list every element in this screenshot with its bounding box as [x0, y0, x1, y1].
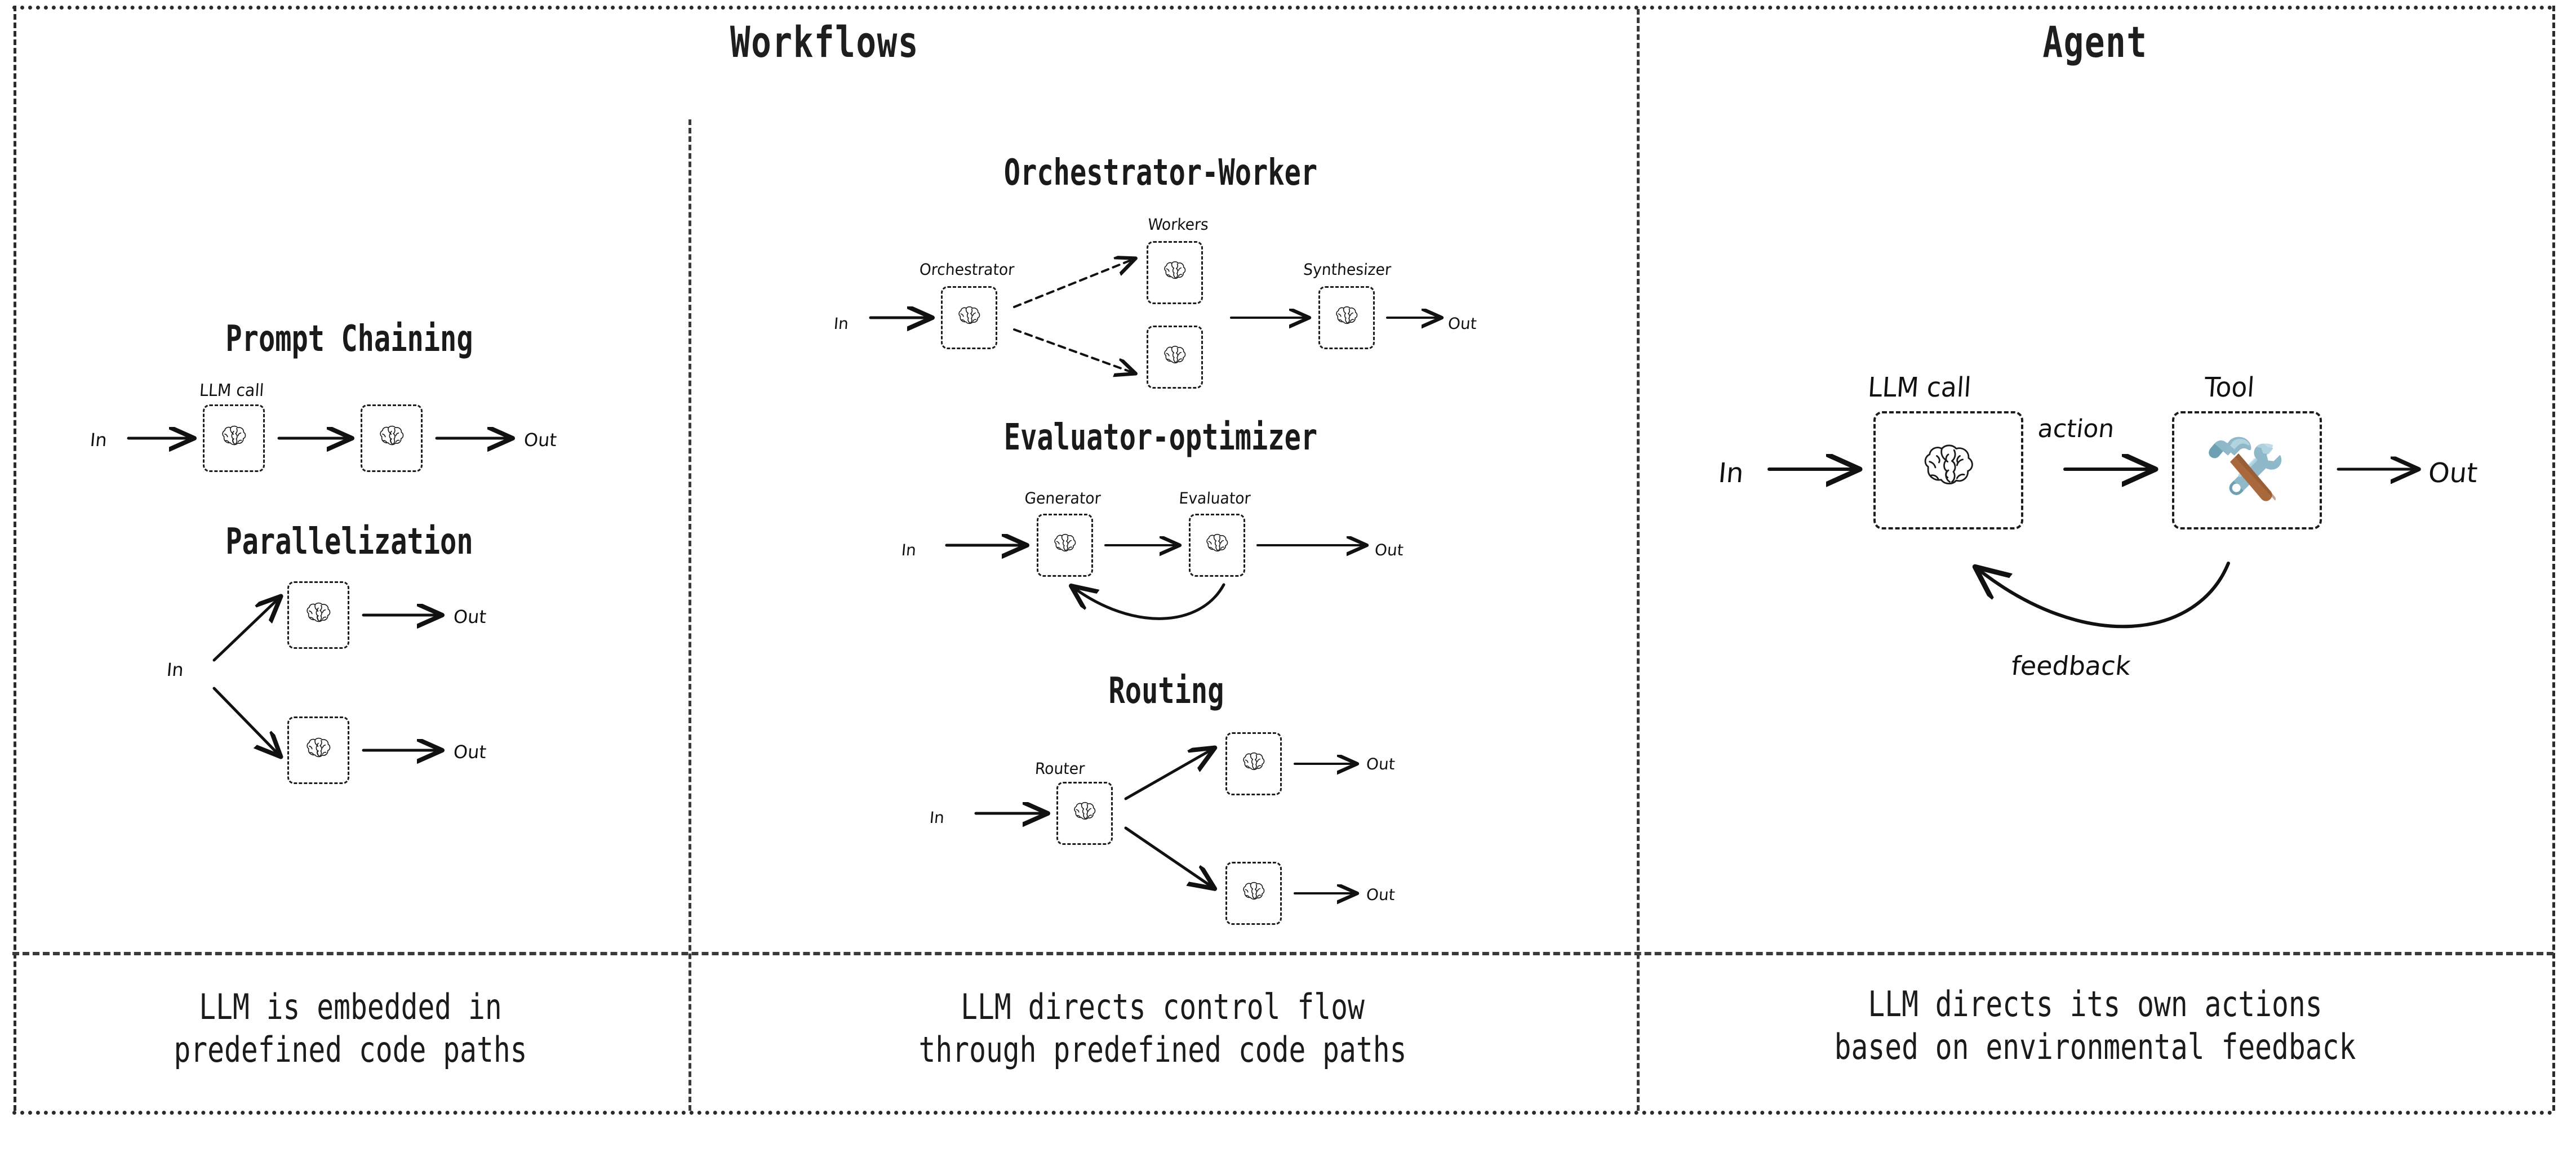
brain-icon — [222, 425, 246, 446]
node-parallel-branch-1[interactable] — [287, 581, 349, 649]
node-orchestrator[interactable] — [941, 286, 997, 349]
brain-icon — [1243, 882, 1265, 900]
brain-icon — [958, 306, 980, 324]
label-agent-llm-call: LLM call — [1867, 372, 1973, 403]
pattern-title-parallelization: Parallelization — [225, 521, 473, 563]
label-router: Router — [1034, 759, 1086, 778]
page-title-agent: Agent — [2042, 17, 2148, 67]
brain-icon — [307, 602, 331, 622]
label-orchestrator: Orchestrator — [918, 260, 1015, 279]
brain-icon — [1054, 533, 1076, 552]
brain-icon — [1164, 345, 1186, 364]
orchestrator-out-label: Out — [1447, 314, 1478, 333]
label-agent-tool: Tool — [2203, 372, 2255, 403]
node-generator[interactable] — [1037, 514, 1093, 577]
frame-right-border — [2552, 6, 2555, 1111]
brain-icon — [1206, 533, 1228, 552]
brain-icon — [1074, 802, 1096, 820]
brain-icon — [380, 425, 404, 446]
caption-agent: LLM directs its own actions based on env… — [1834, 983, 2356, 1067]
label-synthesizer: Synthesizer — [1303, 260, 1392, 279]
hammer-and-wrench-icon — [2209, 437, 2282, 501]
divider-caption-row — [12, 952, 2553, 955]
evaluator-out-label: Out — [1374, 541, 1405, 559]
label-generator: Generator — [1024, 489, 1102, 508]
brain-icon — [1164, 261, 1186, 279]
node-evaluator[interactable] — [1189, 514, 1245, 577]
routing-out-top-label: Out — [1365, 755, 1396, 773]
pattern-title-routing: Routing — [1108, 670, 1224, 712]
brain-icon — [1924, 444, 1973, 484]
pattern-title-orchestrator-worker: Orchestrator-Worker — [1003, 152, 1318, 194]
node-agent-tool[interactable] — [2172, 411, 2322, 529]
brain-icon — [1336, 306, 1358, 324]
divider-column-2-3 — [1637, 9, 1640, 1111]
pattern-title-evaluator-optimizer: Evaluator-optimizer — [1003, 417, 1318, 458]
frame-bottom-border — [12, 1111, 2553, 1115]
node-worker-1[interactable] — [1147, 241, 1203, 304]
parallelization-out-bottom-label: Out — [452, 741, 487, 763]
routing-in-label: In — [929, 808, 945, 827]
pattern-title-prompt-chaining: Prompt Chaining — [225, 318, 473, 360]
orchestrator-in-label: In — [833, 314, 850, 333]
node-llm-call-1[interactable] — [203, 404, 265, 472]
node-worker-2[interactable] — [1147, 326, 1203, 389]
prompt-chaining-out-label: Out — [523, 429, 558, 451]
label-evaluator: Evaluator — [1178, 489, 1251, 508]
node-agent-llm-call[interactable] — [1873, 411, 2023, 529]
node-llm-call-2[interactable] — [361, 404, 423, 472]
routing-out-bottom-label: Out — [1365, 885, 1396, 904]
brain-icon — [307, 737, 331, 758]
brain-icon — [1243, 752, 1265, 771]
label-llm-call: LLM call — [198, 381, 265, 400]
node-router[interactable] — [1056, 782, 1113, 845]
node-parallel-branch-2[interactable] — [287, 716, 349, 784]
node-route-target-2[interactable] — [1225, 862, 1282, 925]
agent-out-label: Out — [2427, 457, 2479, 489]
frame-top-border — [12, 6, 2553, 10]
node-synthesizer[interactable] — [1318, 286, 1375, 349]
agent-in-label: In — [1717, 457, 1746, 489]
parallelization-out-top-label: Out — [452, 606, 487, 627]
label-workers: Workers — [1147, 215, 1209, 234]
caption-workflows-left: LLM is embedded in predefined code paths — [174, 986, 527, 1070]
frame-left-border — [14, 6, 16, 1111]
evaluator-in-label: In — [900, 541, 917, 559]
parallelization-in-label: In — [166, 659, 185, 680]
divider-column-1-2 — [689, 119, 691, 1111]
label-agent-feedback: feedback — [2010, 651, 2133, 681]
caption-workflows-right: LLM directs control flow through predefi… — [918, 986, 1407, 1070]
prompt-chaining-in-label: In — [89, 429, 108, 451]
node-route-target-1[interactable] — [1225, 732, 1282, 795]
label-agent-action: action — [2036, 415, 2116, 443]
page-title-workflows: Workflows — [730, 17, 920, 67]
